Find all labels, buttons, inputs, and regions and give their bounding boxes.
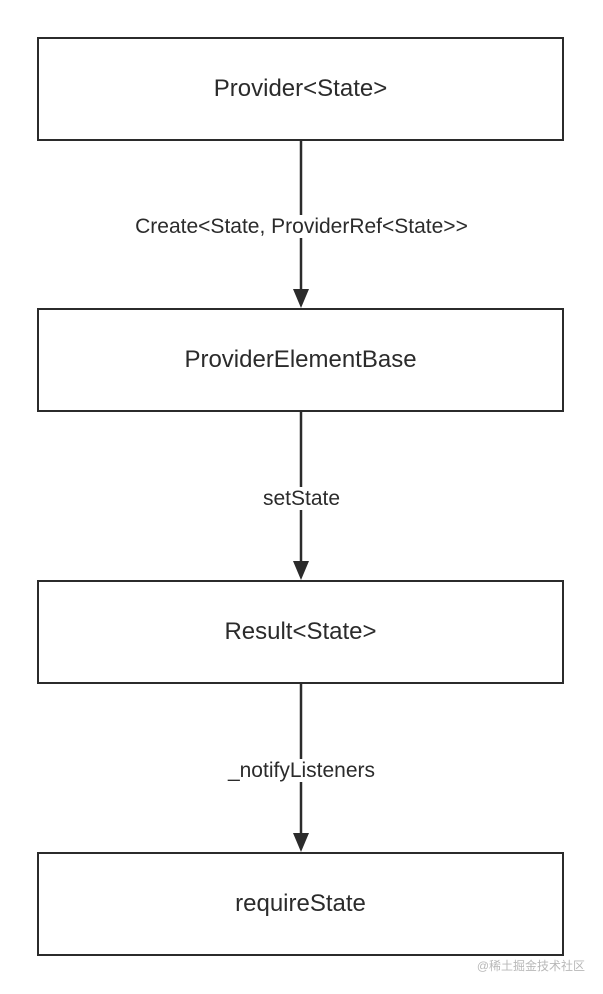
node-provider-element-base: ProviderElementBase	[37, 308, 564, 412]
node-require-state: requireState	[37, 852, 564, 956]
node-provider: Provider<State>	[37, 37, 564, 141]
arrow-head	[293, 561, 309, 580]
edge-provider-to-element-base	[293, 141, 309, 308]
watermark: @稀土掘金技术社区	[476, 959, 585, 973]
edge-element-base-to-result	[293, 412, 309, 580]
arrow-head	[293, 833, 309, 852]
node-label: Result<State>	[224, 618, 377, 645]
node-result: Result<State>	[37, 580, 564, 684]
node-label: ProviderElementBase	[184, 346, 417, 373]
node-label: Provider<State>	[213, 75, 388, 102]
edge-result-to-require-state	[293, 684, 309, 852]
node-label: requireState	[235, 890, 366, 917]
arrow-head	[293, 289, 309, 308]
